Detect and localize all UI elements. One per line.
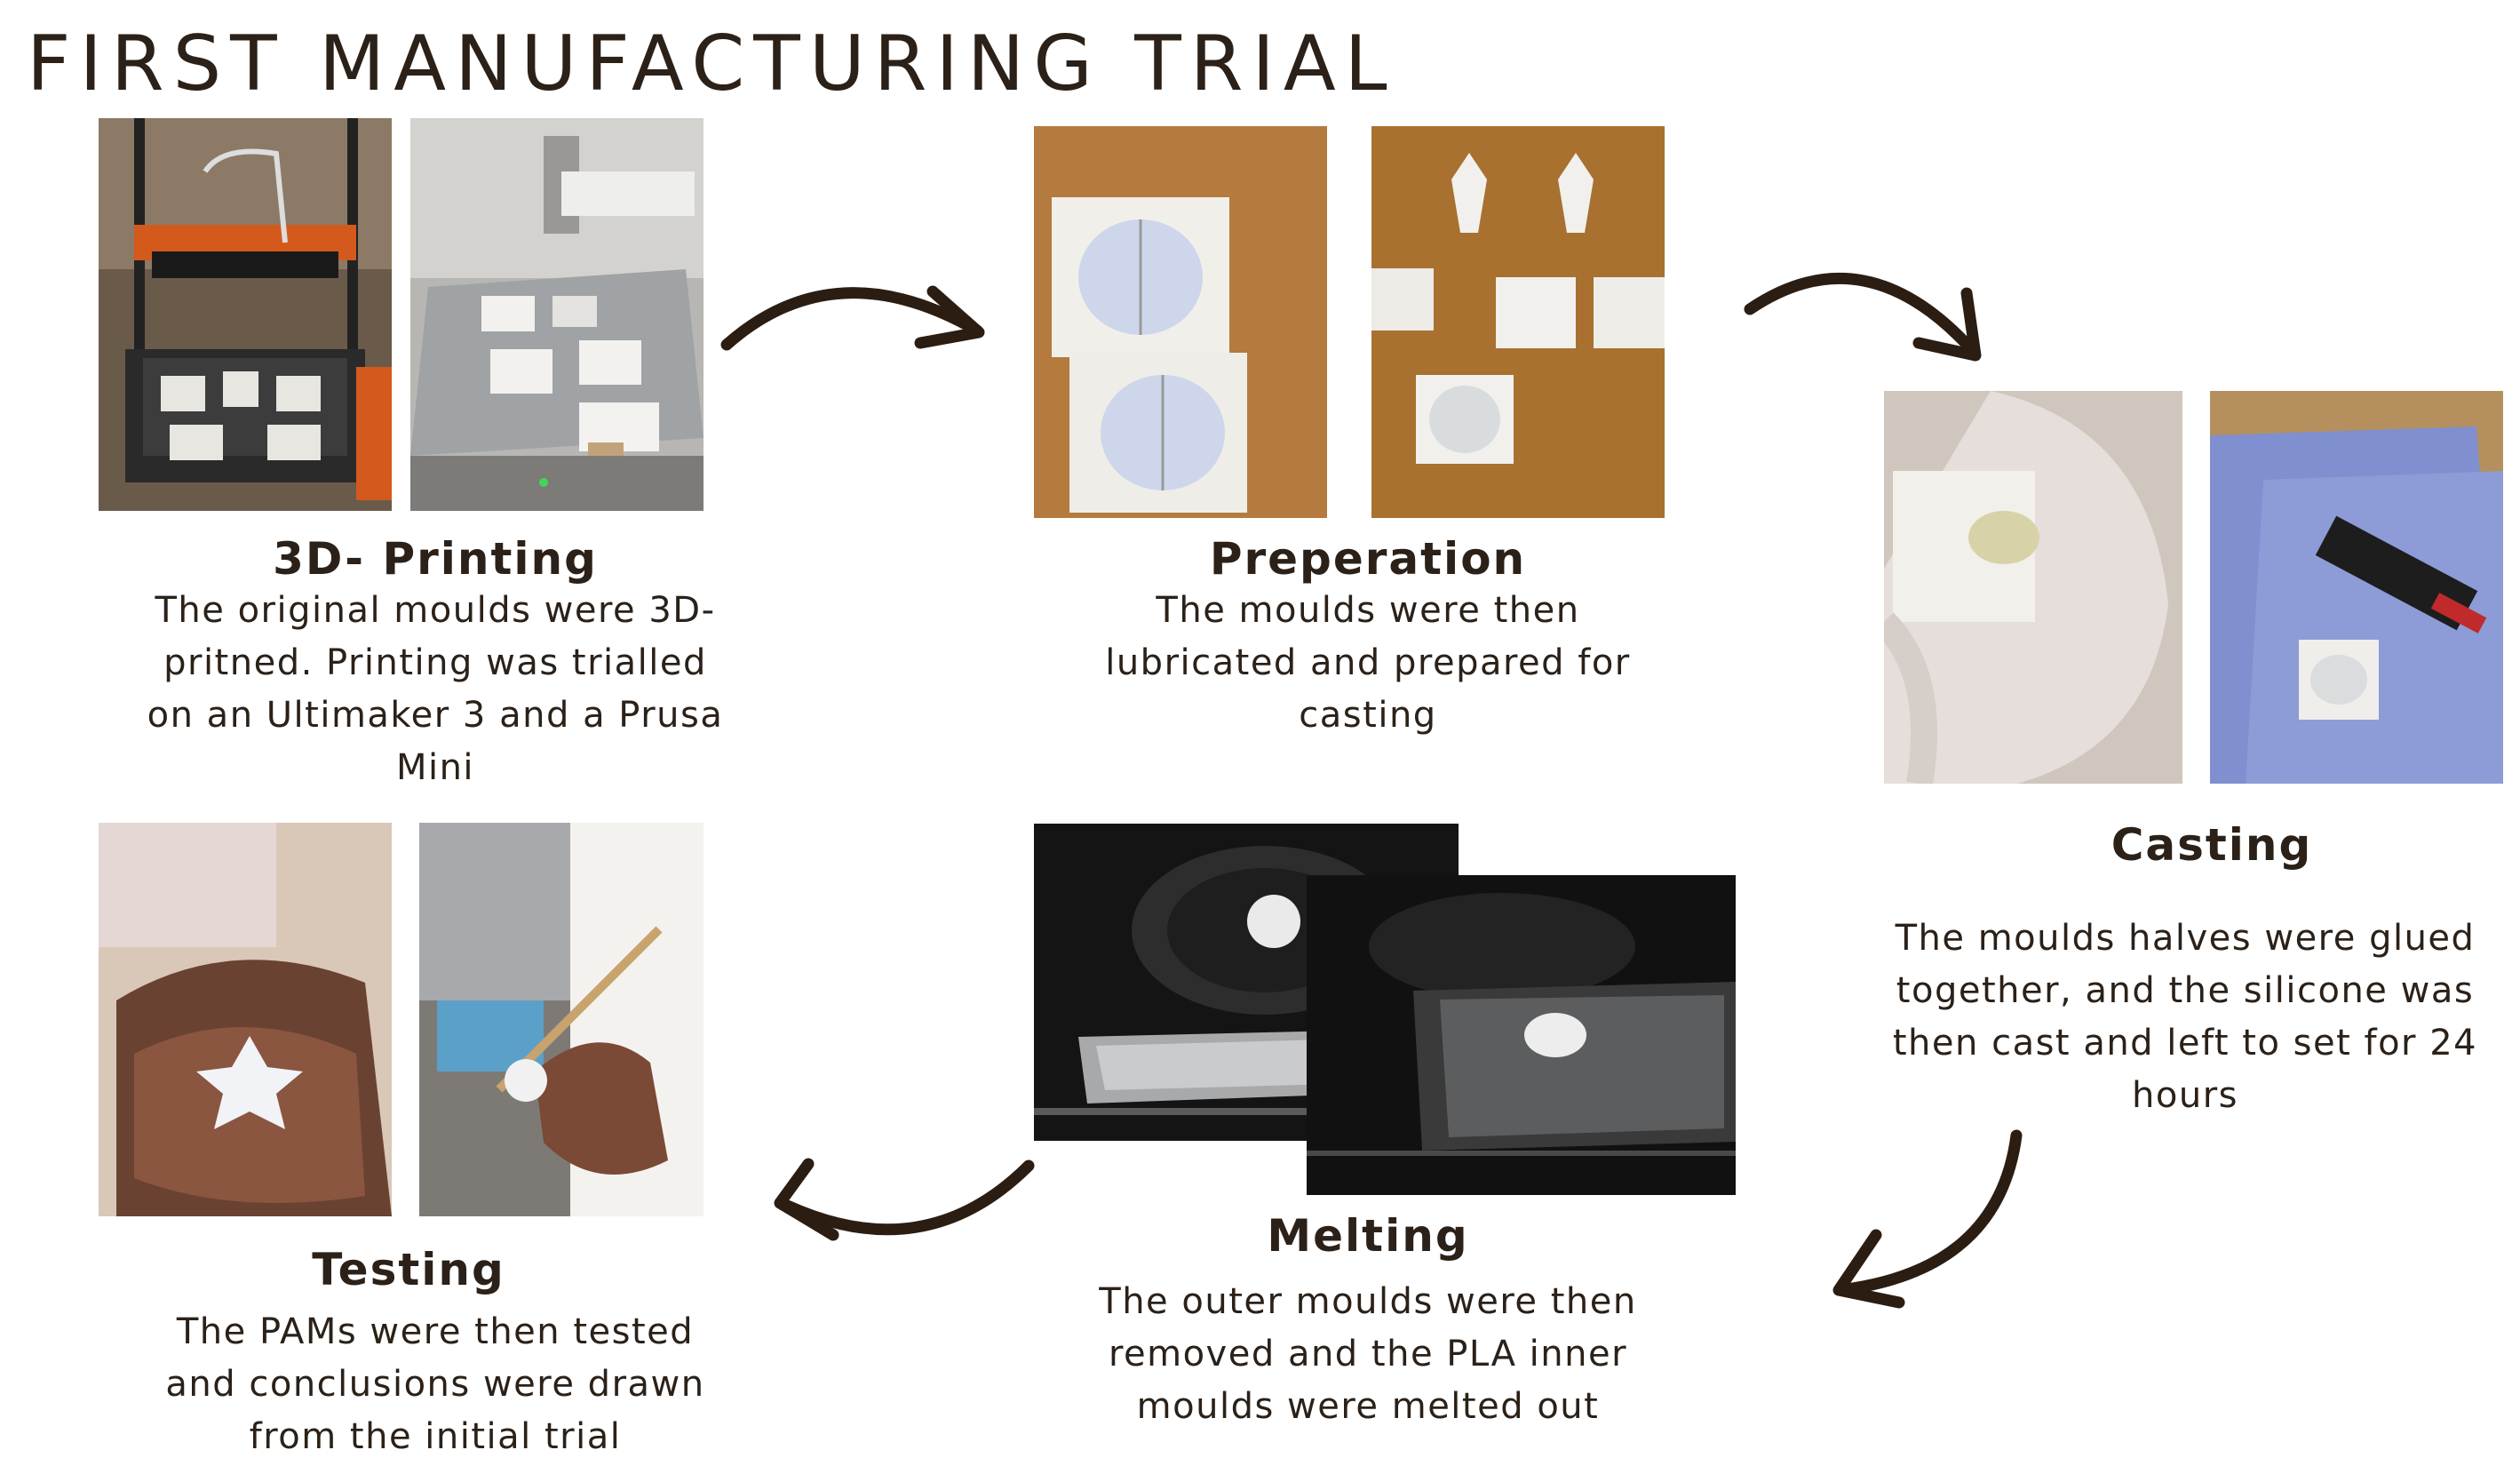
arrow-casting-to-melting: [1821, 1128, 2034, 1309]
desc-line: The PAMs were then tested: [176, 1311, 695, 1352]
oven-tray-photo: [1307, 875, 1736, 1195]
desc-line: lubricated and prepared for: [1105, 642, 1631, 683]
desc-line: pritned. Printing was trialled: [163, 642, 707, 683]
desc-line: Mini: [395, 747, 475, 788]
page-title: FIRST MANUFACTURING TRIAL: [27, 20, 1396, 108]
step-title-casting: Casting: [2111, 819, 2313, 871]
arrow-printing-to-preparation: [719, 267, 995, 364]
desc-line: The outer moulds were then: [1099, 1281, 1637, 1322]
ultimaker-printer-photo: [410, 118, 704, 511]
desc-line: The moulds were then: [1156, 590, 1580, 631]
desc-line: then cast and left to set for 24: [1892, 1023, 2478, 1064]
pam-in-hand-photo: [99, 823, 392, 1216]
desc-line: removed and the PLA inner: [1108, 1334, 1628, 1374]
prusa-printer-photo: [99, 118, 392, 511]
step-desc-testing: The PAMs were then tested and conclusion…: [120, 1306, 751, 1463]
step-title-testing: Testing: [312, 1244, 505, 1295]
arrow-melting-to-testing: [764, 1155, 1039, 1253]
silicone-cartridge-photo: [2210, 391, 2503, 784]
arrow-preparation-to-casting: [1741, 267, 1999, 364]
mould-halves-photo: [1034, 126, 1327, 518]
step-title-printing: 3D- Printing: [273, 533, 598, 585]
step-desc-preparation: The moulds were then lubricated and prep…: [1057, 585, 1679, 742]
desc-line: from the initial trial: [249, 1416, 622, 1457]
step-title-preparation: Preperation: [1209, 533, 1527, 585]
desc-line: moulds were melted out: [1136, 1386, 1600, 1427]
pam-testing-photo: [419, 823, 704, 1216]
moulds-on-table-photo: [1371, 126, 1665, 518]
desc-line: The original moulds were 3D-: [155, 590, 716, 631]
step-desc-melting: The outer moulds were then removed and t…: [1057, 1276, 1679, 1433]
step-desc-casting: The moulds halves were glued together, a…: [1861, 912, 2509, 1122]
desc-line: casting: [1299, 695, 1437, 736]
desc-line: hours: [2132, 1075, 2238, 1116]
desc-line: on an Ultimaker 3 and a Prusa: [147, 695, 724, 736]
desc-line: and conclusions were drawn: [165, 1364, 705, 1405]
step-title-melting: Melting: [1267, 1210, 1469, 1262]
desc-line: The moulds halves were glued: [1895, 918, 2476, 959]
step-desc-printing: The original moulds were 3D- pritned. Pr…: [120, 585, 751, 794]
desc-line: together, and the silicone was: [1896, 970, 2475, 1011]
gloved-hand-mould-photo: [1884, 391, 2182, 784]
